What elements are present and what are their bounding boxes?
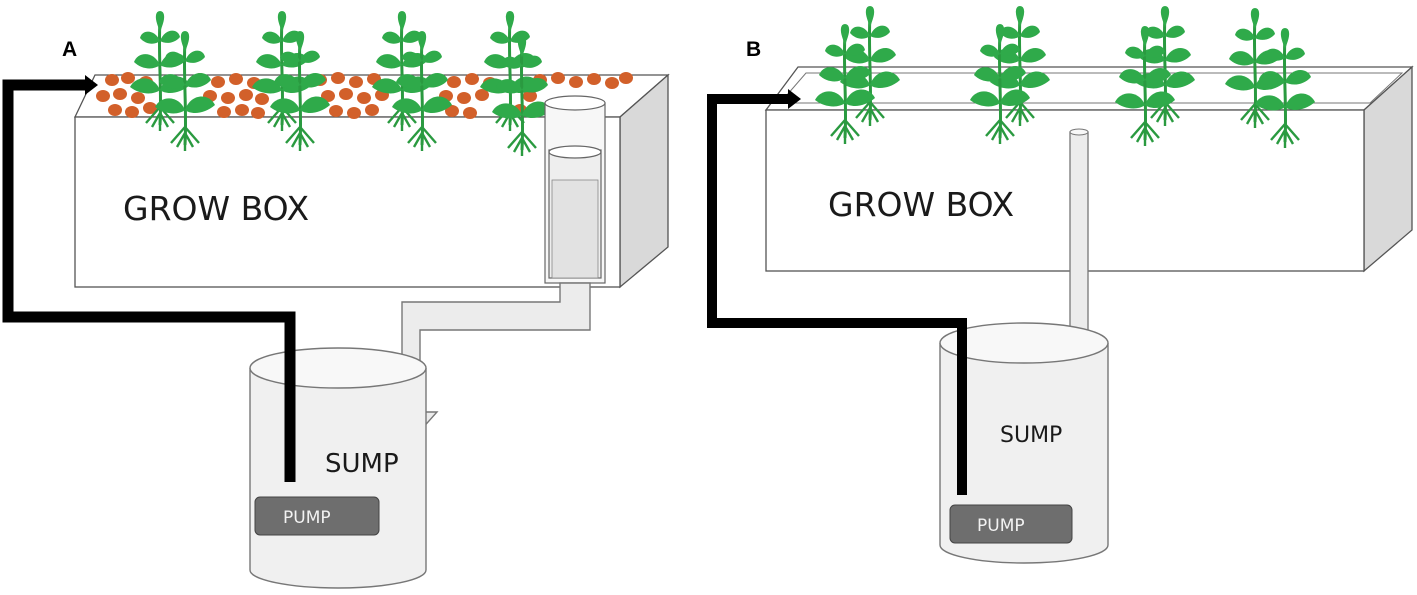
panel-label-b: B: [746, 38, 761, 61]
supply-pipe-b: [707, 89, 967, 495]
bell-siphon: [544, 95, 606, 284]
grow-box-label-a: GROW BOX: [123, 189, 309, 228]
grow-box-b: GROW BOX: [764, 65, 1414, 273]
arrow-icon: [85, 75, 98, 95]
supply-pipe-a: [2, 75, 296, 482]
pump-label-b: PUMP: [977, 516, 1025, 536]
pump-label-a: PUMP: [283, 508, 331, 528]
arrow-icon: [788, 89, 801, 109]
panel-label-a: A: [62, 38, 77, 61]
panel-a: A GROW BOX: [2, 14, 670, 589]
sump-a: SUMP: [249, 347, 427, 589]
pump-a: PUMP: [254, 496, 380, 536]
sump-label-b: SUMP: [1000, 423, 1062, 448]
pump-b: PUMP: [949, 504, 1073, 544]
panel-b: B GROW BOX SUMP: [707, 9, 1414, 564]
sump-label-a: SUMP: [325, 449, 399, 479]
grow-box-label-b: GROW BOX: [828, 185, 1014, 224]
